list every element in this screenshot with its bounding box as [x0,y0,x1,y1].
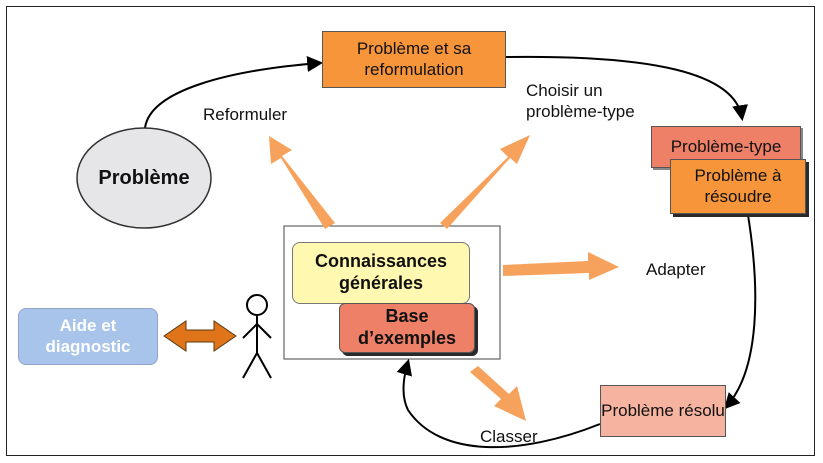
adapter-arrow [503,252,619,280]
probleme-label: Problème [98,167,190,189]
adapter-label: Adapter [646,260,706,279]
choisir-arrow [440,135,530,229]
aide-diagnostic-box: Aide et diagnostic [18,308,158,365]
choisir-label: Choisir un problème-type [526,81,635,122]
reformuler-arrow [269,136,335,229]
connector-resoudre-to-resolu [723,214,757,410]
base-exemples-box: Base d’exemples [339,303,475,353]
probleme-a-resoudre-box: Problème à résoudre [670,159,806,214]
connector-reformulation-to-type [505,55,748,122]
user-figure [242,294,272,379]
connector-probleme-to-reformulation [144,56,324,129]
probleme-reformulation-box: Problème et sa reformulation [322,31,506,88]
probleme-ellipse [76,127,212,229]
connector-resolu-to-base [396,358,601,449]
aide-double-arrow [163,320,237,352]
classer-label: Classer [480,427,538,446]
classer-arrow [470,366,526,421]
probleme-resolu-box: Problème résolu [600,385,726,437]
reformuler-label: Reformuler [203,105,288,124]
connaissances-box: Connaissances générales [292,242,470,304]
